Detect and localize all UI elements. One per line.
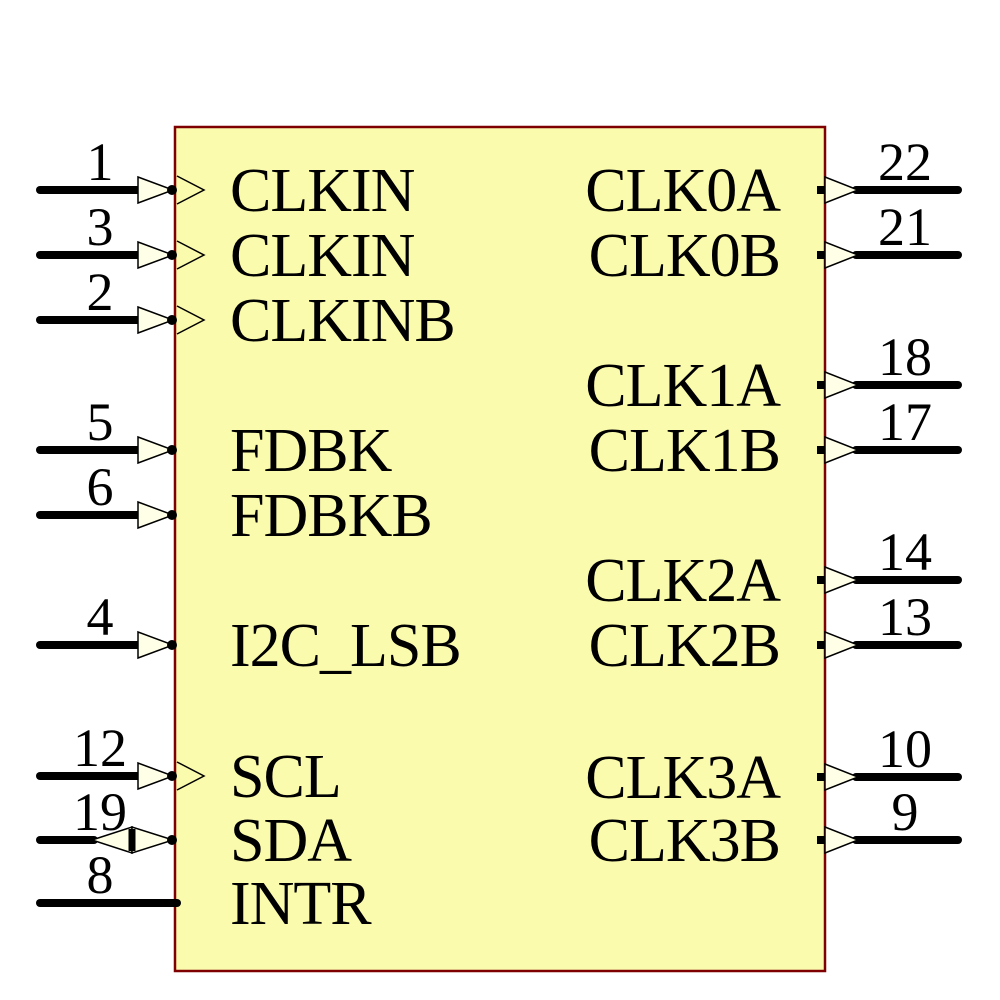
pin-left-sda-19[interactable]: 19 SDA: [36, 782, 353, 875]
pin-label[interactable]: CLKIN: [230, 157, 416, 225]
clock-chevron-icon: [176, 175, 206, 205]
output-arrow-icon[interactable]: [824, 825, 861, 855]
pin-label[interactable]: SDA: [230, 807, 353, 875]
pin-left-scl-12[interactable]: 12 SCL: [36, 718, 342, 811]
pin-label[interactable]: CLK0B: [589, 222, 781, 290]
pin-number[interactable]: 3: [87, 197, 114, 257]
pin-stub-tick: [817, 836, 825, 844]
pin-number[interactable]: 21: [878, 197, 932, 257]
pin-junction-dot: [167, 445, 177, 455]
pin-label[interactable]: CLK2A: [585, 547, 782, 615]
pin-number[interactable]: 5: [87, 392, 114, 452]
pin-label[interactable]: CLK3A: [585, 744, 782, 812]
output-arrow-icon[interactable]: [824, 370, 861, 400]
pin-right-clk0b-21[interactable]: 21 CLK0B: [589, 197, 962, 290]
input-arrow-icon[interactable]: [137, 630, 176, 660]
pin-stub-tick: [817, 381, 825, 389]
pin-right-clk1b-17[interactable]: 17 CLK1B: [589, 392, 962, 485]
output-arrow-icon[interactable]: [824, 435, 861, 465]
pin-junction-dot: [167, 835, 177, 845]
pin-left-clkin-3[interactable]: 3 CLKIN: [36, 197, 416, 290]
output-arrow-icon[interactable]: [824, 175, 861, 205]
input-arrow-icon[interactable]: [137, 305, 176, 335]
clock-chevron-icon: [176, 761, 206, 791]
pin-label[interactable]: FDBK: [230, 417, 394, 485]
pin-left-fdbk-5[interactable]: 5 FDBK: [36, 392, 394, 485]
pin-number[interactable]: 22: [878, 132, 932, 192]
pin-number[interactable]: 2: [87, 262, 114, 322]
pin-label[interactable]: CLKIN: [230, 222, 416, 290]
pin-right-clk3b-9[interactable]: 9 CLK3B: [589, 782, 962, 875]
pin-stub-tick: [817, 576, 825, 584]
input-arrow-icon[interactable]: [137, 500, 176, 530]
output-arrow-icon[interactable]: [824, 762, 861, 792]
pin-label[interactable]: I2C_LSB: [230, 612, 462, 680]
pin-junction-dot: [167, 771, 177, 781]
clock-chevron-icon: [176, 305, 206, 335]
output-arrow-icon[interactable]: [824, 240, 861, 270]
output-arrow-icon[interactable]: [824, 565, 861, 595]
pin-number[interactable]: 12: [73, 718, 127, 778]
pin-right-clk1a-18[interactable]: 18 CLK1A: [585, 327, 962, 420]
pin-junction-dot: [167, 185, 177, 195]
pin-left-clkin-1[interactable]: 1 CLKIN: [36, 132, 416, 225]
pin-number[interactable]: 6: [87, 457, 114, 517]
bidir-arrow-right-icon[interactable]: [131, 825, 176, 855]
pin-number[interactable]: 1: [87, 132, 114, 192]
pin-number[interactable]: 18: [878, 327, 932, 387]
pin-left-fdbkb-6[interactable]: 6 FDBKB: [36, 457, 433, 550]
pin-left-clkinb-2[interactable]: 2 CLKINB: [36, 262, 456, 355]
pin-label[interactable]: CLK3B: [589, 807, 781, 875]
pin-right-clk2a-14[interactable]: 14 CLK2A: [585, 522, 962, 615]
pin-stub-tick: [817, 773, 825, 781]
bidir-center-tick: [128, 829, 136, 851]
pin-left-intr-8[interactable]: 8 INTR: [36, 845, 373, 938]
pin-number[interactable]: 17: [878, 392, 932, 452]
pin-number[interactable]: 19: [73, 782, 127, 842]
input-arrow-icon[interactable]: [137, 175, 176, 205]
pin-number[interactable]: 13: [878, 587, 932, 647]
pin-number[interactable]: 10: [878, 719, 932, 779]
input-arrow-icon[interactable]: [137, 761, 176, 791]
pin-label[interactable]: CLKINB: [230, 287, 456, 355]
pin-junction-dot: [167, 510, 177, 520]
pin-junction-dot: [167, 640, 177, 650]
pin-junction-dot: [167, 250, 177, 260]
pin-right-clk0a-22[interactable]: 22 CLK0A: [585, 132, 962, 225]
clock-chevron-icon: [176, 240, 206, 270]
pin-left-i2c_lsb-4[interactable]: 4 I2C_LSB: [36, 587, 462, 680]
pin-label[interactable]: FDBKB: [230, 482, 433, 550]
pin-stub-tick: [817, 446, 825, 454]
pin-stub-tick: [817, 641, 825, 649]
pin-number[interactable]: 4: [87, 587, 114, 647]
pin-label[interactable]: CLK1B: [589, 417, 781, 485]
pin-label[interactable]: INTR: [230, 870, 373, 938]
pin-stub-tick: [817, 186, 825, 194]
pin-label[interactable]: CLK0A: [585, 157, 782, 225]
output-arrow-icon[interactable]: [824, 630, 861, 660]
input-arrow-icon[interactable]: [137, 240, 176, 270]
input-arrow-icon[interactable]: [137, 435, 176, 465]
pin-label[interactable]: CLK1A: [585, 352, 782, 420]
pin-label[interactable]: CLK2B: [589, 612, 781, 680]
pin-number[interactable]: 8: [87, 845, 114, 905]
pin-right-clk3a-10[interactable]: 10 CLK3A: [585, 719, 962, 812]
pin-right-clk2b-13[interactable]: 13 CLK2B: [589, 587, 962, 680]
pin-number[interactable]: 9: [892, 782, 919, 842]
pin-stub-tick: [817, 251, 825, 259]
pin-label[interactable]: SCL: [230, 743, 342, 811]
pin-junction-dot: [167, 315, 177, 325]
pin-number[interactable]: 14: [878, 522, 932, 582]
ic-body[interactable]: [173, 125, 827, 973]
